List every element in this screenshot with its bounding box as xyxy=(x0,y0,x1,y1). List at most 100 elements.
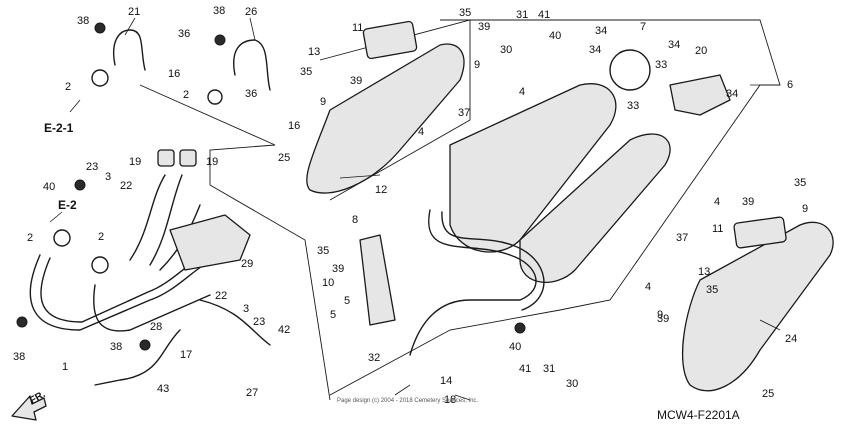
callout-5: 5 xyxy=(330,309,336,321)
callout-1: 1 xyxy=(62,361,68,373)
callout-2: 2 xyxy=(27,232,33,244)
callout-28: 28 xyxy=(150,321,162,333)
callout-34: 34 xyxy=(595,25,607,37)
callout-39: 39 xyxy=(657,313,669,325)
callout-40: 40 xyxy=(549,30,561,42)
callout-2: 2 xyxy=(65,81,71,93)
sensor-lead-2 xyxy=(199,299,271,346)
callout-4: 4 xyxy=(519,86,525,98)
callout-25: 25 xyxy=(762,388,774,400)
callout-12: 12 xyxy=(375,184,387,196)
callout-7: 7 xyxy=(640,21,646,33)
callout-15: 35 xyxy=(706,284,718,296)
callout-40: 40 xyxy=(509,341,521,353)
end-cap-20 xyxy=(669,74,731,116)
pipe-19b xyxy=(179,149,197,167)
ref-e-2-1[interactable]: E-2-1 xyxy=(44,121,74,135)
callout-33: 33 xyxy=(627,100,639,112)
callout-16: 16 xyxy=(288,120,300,132)
gasket-2a xyxy=(91,69,109,87)
callout-41: 41 xyxy=(519,363,531,375)
leader-lines xyxy=(124,17,781,401)
callout-20: 20 xyxy=(695,45,707,57)
gasket-2d xyxy=(91,256,109,274)
callout-4: 4 xyxy=(714,196,720,208)
callout-4: 4 xyxy=(418,126,424,138)
rubber-pad-11-right xyxy=(733,216,787,249)
callout-24: 24 xyxy=(785,333,797,345)
callout-34: 34 xyxy=(589,44,601,56)
sensor-lead-1 xyxy=(94,329,181,386)
callout-19: 19 xyxy=(129,156,141,168)
pipe-19a xyxy=(157,149,175,167)
link-pipe xyxy=(409,209,537,356)
ref-arrow-e-2 xyxy=(49,211,63,223)
callout-39: 39 xyxy=(332,263,344,275)
callout-34: 34 xyxy=(668,39,680,51)
callout-13: 13 xyxy=(698,266,710,278)
callout-3: 3 xyxy=(105,171,111,183)
callout-10: 10 xyxy=(322,277,334,289)
callout-31: 31 xyxy=(543,363,555,375)
callout-6: 6 xyxy=(787,79,793,91)
callout-21: 21 xyxy=(128,6,140,18)
callout-36: 36 xyxy=(178,28,190,40)
front-arrow: FR. xyxy=(11,389,48,421)
callout-9: 9 xyxy=(657,309,663,321)
callout-2: 2 xyxy=(98,231,104,243)
muffler-secondary xyxy=(519,133,671,283)
callout-30: 30 xyxy=(500,44,512,56)
nut-40b xyxy=(514,322,526,334)
nut-38a xyxy=(94,22,106,34)
nut-38b xyxy=(214,34,226,46)
callout-39: 39 xyxy=(742,196,754,208)
nut-38c xyxy=(16,316,28,328)
callout-35: 35 xyxy=(317,245,329,257)
callout-32: 32 xyxy=(368,352,380,364)
callout-27: 27 xyxy=(246,387,258,399)
pipe-26 xyxy=(233,39,271,91)
callout-37: 37 xyxy=(458,107,470,119)
callout-38: 38 xyxy=(77,15,89,27)
callout-40: 40 xyxy=(43,181,55,193)
copyright-notice: Page design (c) 2004 - 2018 Cemetery Ser… xyxy=(337,398,478,404)
callout-15: 35 xyxy=(459,7,471,19)
callout-22: 22 xyxy=(120,180,132,192)
callout-4: 4 xyxy=(645,281,651,293)
group-outline-pipes xyxy=(139,84,331,401)
callout-5: 5 xyxy=(344,295,350,307)
callout-22: 22 xyxy=(215,290,227,302)
callout-11: 11 xyxy=(352,22,363,34)
ref-arrow-e-2-1 xyxy=(69,99,81,113)
callout-39: 39 xyxy=(478,21,490,33)
callout-29: 29 xyxy=(241,258,253,270)
heat-shield-12 xyxy=(306,43,465,194)
collector-body xyxy=(169,214,251,271)
callout-31: 31 xyxy=(516,9,528,21)
callout-2: 2 xyxy=(183,89,189,101)
group-outline-muffler xyxy=(329,19,781,396)
heat-shield-24 xyxy=(681,221,834,392)
ref-e-2[interactable]: E-2 xyxy=(58,198,77,212)
callout-38: 38 xyxy=(110,341,122,353)
nut-40a xyxy=(74,179,86,191)
pipe-21 xyxy=(113,29,146,71)
callout-8: 8 xyxy=(352,214,358,226)
callout-16: 16 xyxy=(168,68,180,80)
callout-33: 33 xyxy=(655,59,667,71)
callout-19: 19 xyxy=(206,156,218,168)
callout-labels: 1 2 2 2 2 3 3 4 4 4 4 5 5 6 7 8 9 9 9 9 … xyxy=(13,5,808,406)
gasket-2b xyxy=(207,89,223,105)
end-cap-7 xyxy=(609,49,651,91)
nut-38d xyxy=(139,339,151,351)
callout-14: 14 xyxy=(440,375,452,387)
callout-35: 35 xyxy=(794,177,806,189)
callout-35: 35 xyxy=(300,66,312,78)
callout-43: 43 xyxy=(157,383,169,395)
callout-39: 39 xyxy=(350,75,362,87)
callout-26: 26 xyxy=(245,6,257,18)
callout-38: 38 xyxy=(13,351,25,363)
callout-18: 18 xyxy=(444,394,456,406)
